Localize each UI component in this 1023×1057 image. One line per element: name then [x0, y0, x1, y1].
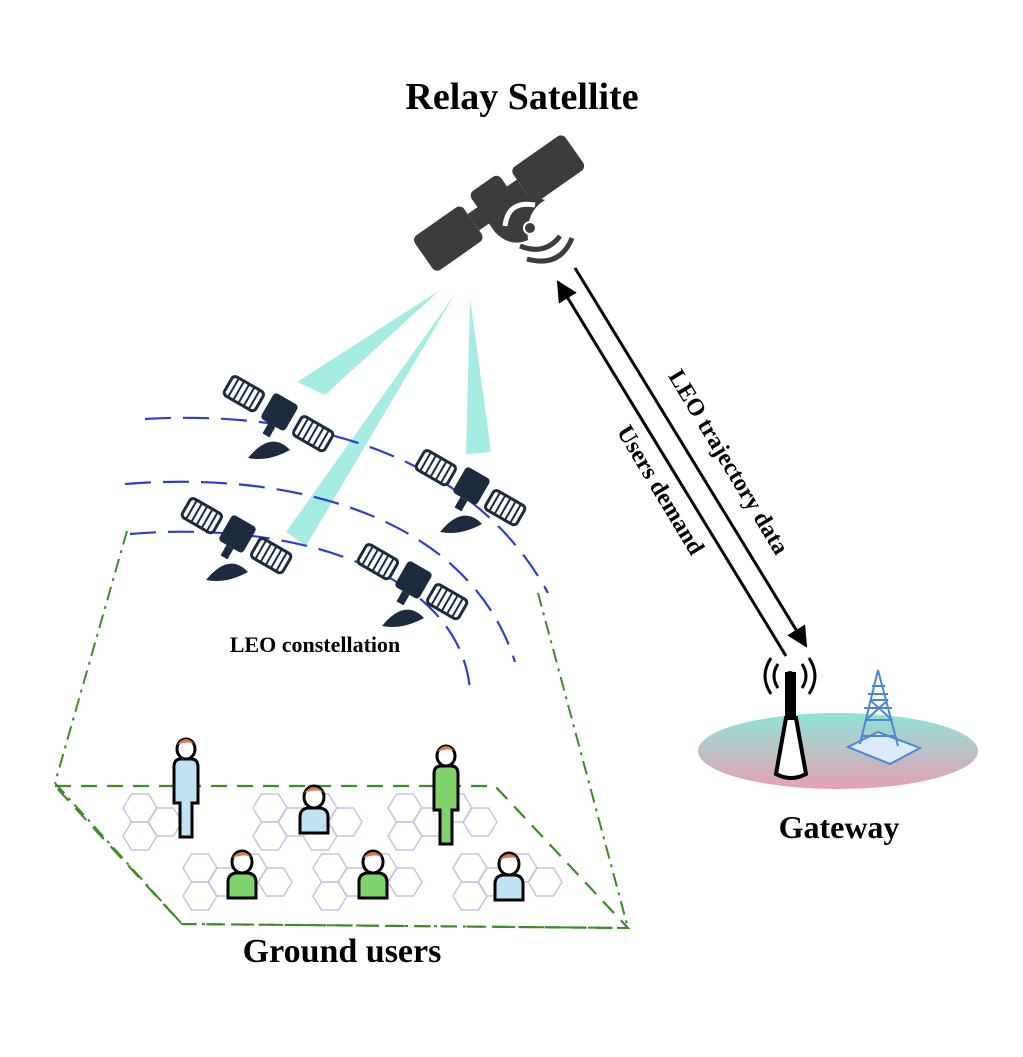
- ground-user-icon: [172, 737, 200, 839]
- orbit-1: [144, 416, 549, 594]
- ground-user-icon: [298, 784, 330, 835]
- leo-orbits: [124, 416, 549, 691]
- ground-users-label: Ground users: [243, 933, 442, 970]
- link-arrows: [556, 267, 808, 657]
- orbit-3: [129, 530, 472, 691]
- leo-satellite-icon: [355, 541, 470, 629]
- ground-user-icon: [493, 851, 525, 902]
- ground-users: [172, 737, 525, 902]
- beam-3: [466, 298, 491, 454]
- downlink-arrow: [573, 267, 808, 648]
- ground-user-icon: [357, 849, 389, 900]
- gateway-label: Gateway: [779, 809, 900, 845]
- relay-beams: [286, 290, 491, 546]
- gateway-platform: [698, 713, 978, 789]
- ground-plane: [52, 784, 631, 930]
- orbit-2: [124, 480, 517, 663]
- leo-constellation-label: LEO constellation: [230, 632, 401, 657]
- relay-satellite-icon: [414, 135, 585, 271]
- uplink-arrow: [556, 280, 788, 657]
- leo-satellite-icon: [413, 447, 528, 535]
- beam-1: [297, 290, 440, 395]
- relay-satellite-label: Relay Satellite: [405, 76, 638, 118]
- ground-user-icon: [432, 744, 460, 846]
- users-demand-label: Users demand: [611, 421, 709, 560]
- beam-2: [286, 294, 455, 546]
- gateway-station: [698, 657, 978, 789]
- transmission-tower-icon: [845, 669, 923, 766]
- ground-user-icon: [226, 849, 258, 900]
- leo-satellite-icon: [179, 495, 294, 583]
- gateway-antenna-icon: [763, 657, 817, 780]
